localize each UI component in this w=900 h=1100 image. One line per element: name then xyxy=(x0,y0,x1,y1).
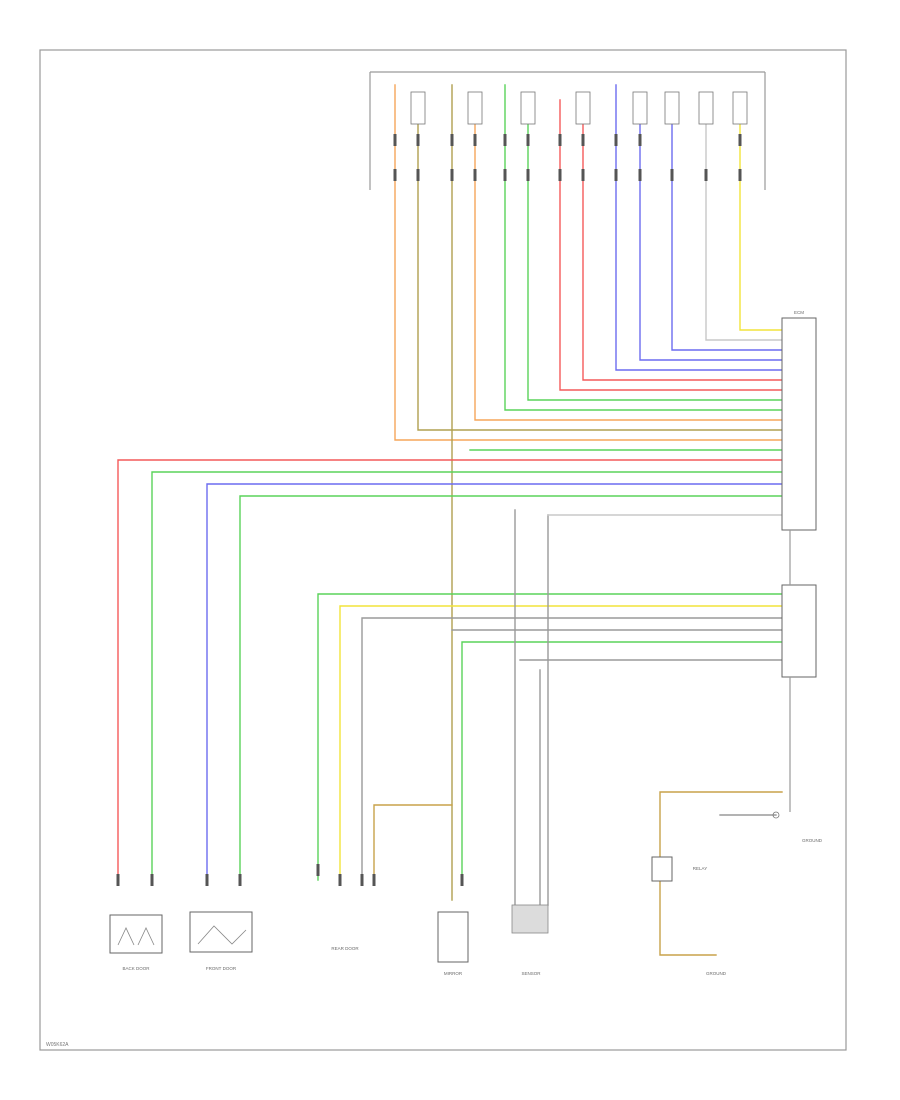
connector-tick-18 xyxy=(638,134,642,146)
wire-mid-yellow xyxy=(339,605,783,881)
connector-tick-3 xyxy=(416,169,420,181)
ecm-connector-upper xyxy=(781,317,817,531)
connector-tick-9 xyxy=(503,169,507,181)
wire-harness xyxy=(117,84,783,956)
connector-tick-32 xyxy=(460,874,464,886)
component-3: REAR DOOR xyxy=(331,946,359,951)
component-4: MIRROR xyxy=(437,911,469,976)
wire-top-3 xyxy=(474,99,783,421)
component-7: GROUND xyxy=(706,971,727,976)
connector-tick-24 xyxy=(116,874,120,886)
connector-tick-13 xyxy=(558,169,562,181)
connector-ticks xyxy=(116,134,742,886)
connector-tick-31 xyxy=(372,874,376,886)
connector-tick-5 xyxy=(450,169,454,181)
component-2-label: FRONT DOOR xyxy=(206,966,237,971)
wire-top-5 xyxy=(527,99,783,401)
wire-mid-green-2 xyxy=(461,641,783,881)
wire-top-9 xyxy=(639,99,783,361)
connector-tick-8 xyxy=(503,134,507,146)
connector-tick-21 xyxy=(704,169,708,181)
component-7-label: GROUND xyxy=(706,971,727,976)
wire-top-0 xyxy=(394,84,783,441)
component-8: GROUND xyxy=(772,811,823,843)
component-5: SENSOR xyxy=(511,904,549,976)
wire-green-left-2 xyxy=(239,495,783,881)
fuse-2 xyxy=(520,91,536,125)
ecm-label: ECM xyxy=(794,310,804,315)
fuse-4 xyxy=(632,91,648,125)
connector-tick-10 xyxy=(526,134,530,146)
wire-top-4 xyxy=(504,84,783,411)
connector-tick-0 xyxy=(393,134,397,146)
component-6-label: RELAY xyxy=(693,866,707,871)
connector-tick-15 xyxy=(581,169,585,181)
wire-top-7 xyxy=(582,99,783,381)
connector-tick-7 xyxy=(473,169,477,181)
component-8-label: GROUND xyxy=(802,838,823,843)
connector-tick-11 xyxy=(526,169,530,181)
diagram-frame xyxy=(39,49,847,1051)
wire-top-8 xyxy=(615,84,783,371)
connector-tick-28 xyxy=(316,864,320,876)
connector-tick-30 xyxy=(360,874,364,886)
connector-tick-25 xyxy=(150,874,154,886)
connector-tick-1 xyxy=(393,169,397,181)
wire-top-11 xyxy=(705,99,783,341)
wire-green-left xyxy=(151,471,783,881)
wire-blue-left xyxy=(206,483,783,881)
wire-mid-green xyxy=(317,593,783,881)
component-5-label: SENSOR xyxy=(521,971,541,976)
wire-top-1 xyxy=(417,99,783,431)
wire-tan-branch xyxy=(373,804,453,881)
fuse-1 xyxy=(467,91,483,125)
ecm-connector-lower xyxy=(781,584,817,678)
connector-tick-29 xyxy=(338,874,342,886)
connector-tick-23 xyxy=(738,169,742,181)
connector-tick-20 xyxy=(670,169,674,181)
connector-tick-19 xyxy=(638,169,642,181)
component-3-label: REAR DOOR xyxy=(331,946,359,951)
connector-tick-22 xyxy=(738,134,742,146)
connector-tick-14 xyxy=(581,134,585,146)
fuse-row xyxy=(410,91,748,125)
wire-top-12 xyxy=(739,99,783,331)
connector-tick-17 xyxy=(614,169,618,181)
connector-tick-4 xyxy=(450,134,454,146)
fuse-7 xyxy=(732,91,748,125)
fuse-3 xyxy=(575,91,591,125)
connector-tick-27 xyxy=(238,874,242,886)
connector-tick-16 xyxy=(614,134,618,146)
connector-tick-6 xyxy=(473,134,477,146)
connector-tick-26 xyxy=(205,874,209,886)
component-1-label: BACK DOOR xyxy=(122,966,150,971)
fuse-0 xyxy=(410,91,426,125)
connector-tick-12 xyxy=(558,134,562,146)
wire-mid-gray xyxy=(361,617,783,881)
fuse-6 xyxy=(698,91,714,125)
wire-top-6 xyxy=(559,99,783,391)
connector-tick-2 xyxy=(416,134,420,146)
wire-top-10 xyxy=(671,99,783,351)
wire-relay-loop xyxy=(659,791,783,956)
wire-red-left xyxy=(117,459,783,881)
component-1: BACK DOOR xyxy=(109,914,163,971)
diagram-id-label: W05K62A xyxy=(46,1042,69,1048)
component-2: FRONT DOOR xyxy=(189,911,253,971)
fuse-5 xyxy=(664,91,680,125)
component-4-label: MIRROR xyxy=(444,971,463,976)
component-6: RELAY xyxy=(651,856,707,882)
